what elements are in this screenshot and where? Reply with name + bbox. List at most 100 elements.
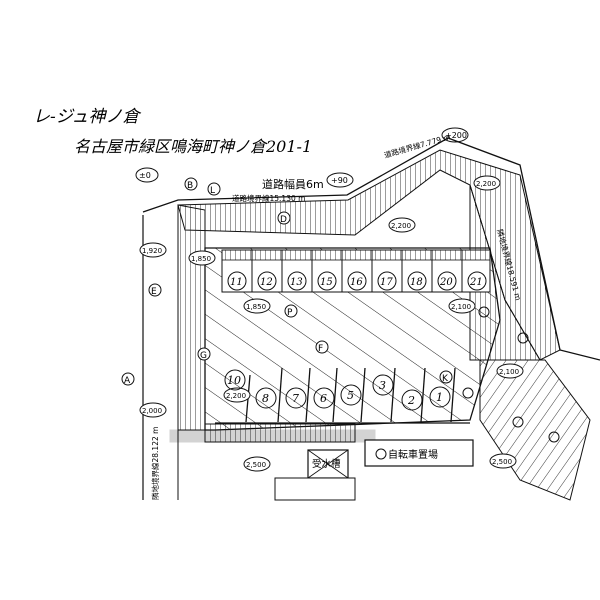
spot-bottom-7: 7 [285, 387, 307, 409]
svg-text:1: 1 [436, 391, 443, 404]
bottom-spot-numbers: 10 8 7 6 5 3 2 1 [224, 369, 451, 411]
bottom-building [274, 477, 356, 501]
boundary-left: 隣地境界線28.122 m [150, 427, 160, 500]
svg-text:17: 17 [380, 277, 393, 288]
spot-top-3: 13 [287, 271, 307, 291]
spot-bottom-1: 1 [429, 386, 451, 408]
svg-text:2,500: 2,500 [246, 461, 266, 469]
svg-text:15: 15 [320, 277, 333, 288]
top-stall-row [221, 249, 491, 293]
elevation-90-mark: +90 [326, 172, 354, 188]
road-width-label: 道路幅員6m [262, 177, 324, 191]
svg-text:5: 5 [347, 389, 354, 402]
level-label-4: 2,200 [473, 175, 501, 191]
left-setback-strip [177, 204, 206, 431]
svg-text:2,100: 2,100 [499, 368, 519, 376]
right-slope-area [479, 359, 591, 501]
svg-text:1,850: 1,850 [246, 303, 266, 311]
svg-text:21: 21 [469, 277, 483, 288]
svg-text:2,200: 2,200 [391, 222, 411, 230]
letter-mark-l: L [207, 182, 221, 196]
svg-text:7: 7 [292, 392, 299, 405]
svg-text:2,000: 2,000 [142, 407, 162, 415]
svg-text:12: 12 [260, 277, 273, 288]
spot-top-6: 17 [377, 271, 397, 291]
svg-text:1,920: 1,920 [142, 247, 162, 255]
spot-bottom-2: 2 [401, 389, 423, 411]
spot-bottom-6: 6 [313, 387, 335, 409]
svg-text:F: F [318, 344, 323, 354]
spot-top-8: 20 [437, 271, 457, 291]
svg-text:D: D [280, 215, 287, 225]
svg-text:±0: ±0 [139, 171, 151, 180]
svg-text:3: 3 [379, 379, 386, 392]
level-label-10: 2,500 [489, 453, 517, 469]
spot-top-1: 11 [227, 271, 247, 291]
svg-text:1,850: 1,850 [191, 255, 211, 263]
level-label-5: 2,200 [388, 217, 416, 233]
svg-text:2: 2 [407, 394, 415, 407]
svg-text:E: E [151, 287, 157, 297]
svg-text:L: L [210, 186, 215, 196]
spot-bottom-8: 8 [255, 387, 277, 409]
svg-text:16: 16 [350, 277, 363, 288]
svg-text:20: 20 [439, 277, 453, 288]
svg-text:10: 10 [227, 374, 241, 387]
elevation-200-mark: +200 [441, 127, 469, 143]
water-tank-label: 受水槽 [312, 458, 341, 470]
letter-mark-f: F [315, 340, 329, 354]
svg-text:2,100: 2,100 [451, 303, 471, 311]
svg-text:K: K [442, 374, 449, 384]
bicycle-parking-area [364, 439, 474, 467]
level-label-7: 2,200 [223, 387, 251, 403]
level-label-1: 1,920 [139, 242, 167, 258]
right-slope-markers [462, 306, 560, 443]
svg-text:A: A [124, 376, 131, 386]
bottom-stall-dividers [215, 367, 470, 424]
spot-bottom-3: 3 [372, 374, 394, 396]
spot-bottom-5: 5 [340, 384, 362, 406]
svg-text:+200: +200 [445, 131, 467, 140]
spot-top-7: 18 [407, 271, 427, 291]
svg-text:6: 6 [320, 392, 327, 405]
retaining-wall [169, 429, 376, 443]
title-line2: 名古屋市緑区鳴海町神ノ倉201-1 [74, 137, 312, 156]
svg-text:18: 18 [410, 277, 423, 288]
spot-bottom-10: 10 [224, 369, 246, 391]
level-label-8: 2,100 [496, 363, 524, 379]
level-label-6: 2,100 [448, 298, 476, 314]
elevation-zero-mark: ±0 [135, 167, 159, 183]
svg-text:8: 8 [262, 392, 269, 405]
svg-text:G: G [200, 351, 207, 361]
letter-mark-g: G [197, 347, 211, 361]
level-label-11: 2,000 [139, 402, 167, 418]
spot-top-4: 15 [317, 271, 337, 291]
letter-mark-b: B [184, 177, 198, 191]
title-line1: レ-ジュ神ノ倉 [33, 107, 142, 127]
letter-mark-p: P [284, 304, 298, 318]
boundary-top-left: 道路境界線15.130 m [232, 193, 305, 203]
svg-text:2,200: 2,200 [226, 392, 246, 400]
letter-mark-d: D [277, 211, 291, 225]
level-label-9: 2,500 [243, 456, 271, 472]
level-label-3: 1,850 [243, 298, 271, 314]
spot-top-2: 12 [257, 271, 277, 291]
svg-text:P: P [287, 308, 293, 318]
spot-top-9: 21 [467, 271, 487, 291]
letter-mark-a: A [121, 372, 135, 386]
level-label-2: 1,850 [188, 250, 216, 266]
letter-mark-e: E [148, 283, 162, 297]
svg-text:13: 13 [290, 277, 303, 288]
svg-text:2,200: 2,200 [476, 180, 496, 188]
spot-top-5: 16 [347, 271, 367, 291]
top-spot-numbers: 11 12 13 15 16 17 18 20 21 [227, 271, 487, 291]
bicycle-parking-label: 自転車置場 [388, 448, 438, 461]
svg-text:11: 11 [230, 277, 243, 288]
svg-text:2,500: 2,500 [492, 458, 512, 466]
svg-text:+90: +90 [331, 176, 348, 185]
bottom-curb [204, 423, 356, 443]
letter-mark-k: K [439, 370, 453, 384]
svg-text:B: B [187, 181, 193, 191]
bicycle-marker [375, 448, 387, 460]
